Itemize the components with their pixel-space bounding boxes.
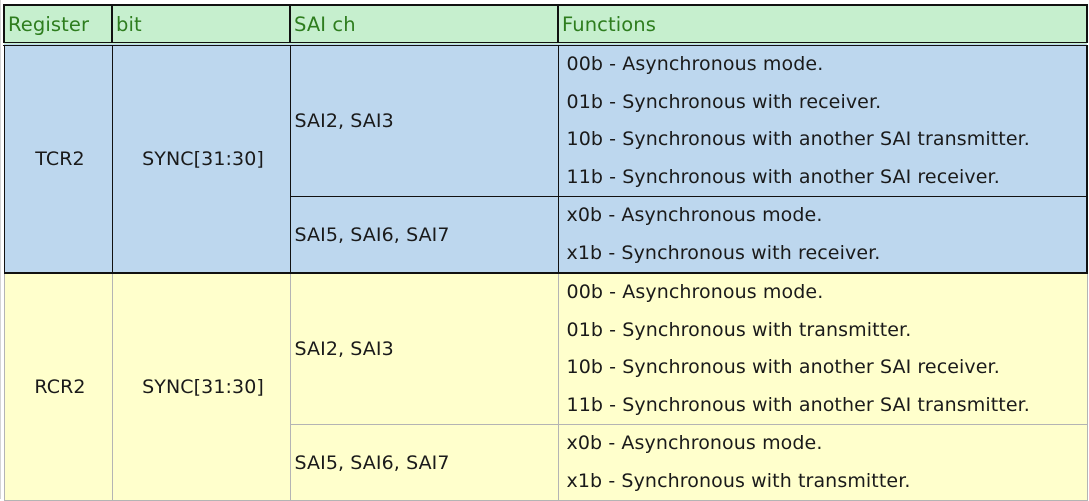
cell-functions-rcr2-sai2-sai3[interactable]: 00b - Asynchronous mode. 01b - Synchrono… <box>557 272 1088 425</box>
cell-register-tcr2[interactable]: TCR2 <box>3 43 113 274</box>
header-bit[interactable]: bit <box>111 4 291 46</box>
table-row-tcr2-group1: TCR2 SYNC[31:30] SAI2, SAI3 00b - Asynch… <box>3 43 1088 274</box>
function-line: 10b - Synchronous with another SAI trans… <box>566 128 1030 150</box>
function-line: x1b - Synchronous with transmitter. <box>566 469 911 492</box>
function-line: 11b - Synchronous with another SAI trans… <box>566 393 1030 416</box>
function-line: 00b - Asynchronous mode. <box>566 281 824 303</box>
cell-functions-rcr2-sai5-sai7[interactable]: x0b - Asynchronous mode. x1b - Synchrono… <box>557 424 1088 501</box>
cell-sai-ch-tcr2-sai5-sai7[interactable]: SAI5, SAI6, SAI7 <box>289 196 559 274</box>
cell-sai-ch-rcr2-sai2-sai3[interactable]: SAI2, SAI3 <box>289 272 559 425</box>
table-row-tcr2-group2: SAI5, SAI6, SAI7 x0b - Asynchronous mode… <box>4 196 1088 274</box>
cell-sai-ch-rcr2-sai5-sai7[interactable]: SAI5, SAI6, SAI7 <box>289 424 559 501</box>
header-register[interactable]: Register <box>3 4 113 46</box>
function-line: 10b - Synchronous with another SAI recei… <box>566 356 1000 378</box>
function-line: 01b - Synchronous with transmitter. <box>566 318 912 341</box>
function-line: 00b - Asynchronous mode. <box>566 53 824 75</box>
function-line: x1b - Synchronous with receiver. <box>566 241 881 264</box>
header-sai-ch[interactable]: SAI ch <box>289 4 559 46</box>
cell-register-rcr2[interactable]: RCR2 <box>3 272 113 501</box>
header-row: Register bit SAI ch Functions <box>3 4 1088 46</box>
cell-sai-ch-tcr2-sai2-sai3[interactable]: SAI2, SAI3 <box>289 43 559 197</box>
function-line: x0b - Asynchronous mode. <box>566 204 823 226</box>
function-line: 11b - Synchronous with another SAI recei… <box>566 165 1000 188</box>
function-line: x0b - Asynchronous mode. <box>566 432 823 454</box>
cell-functions-tcr2-sai2-sai3[interactable]: 00b - Asynchronous mode. 01b - Synchrono… <box>557 43 1088 197</box>
cell-functions-tcr2-sai5-sai7[interactable]: x0b - Asynchronous mode. x1b - Synchrono… <box>557 196 1088 274</box>
cell-bit-tcr2[interactable]: SYNC[31:30] <box>111 43 291 274</box>
function-line: 01b - Synchronous with receiver. <box>566 90 882 113</box>
table-row-rcr2-group1: RCR2 SYNC[31:30] SAI2, SAI3 00b - Asynch… <box>3 272 1088 501</box>
table-row-rcr2-group2: SAI5, SAI6, SAI7 x0b - Asynchronous mode… <box>4 424 1088 501</box>
cell-bit-rcr2[interactable]: SYNC[31:30] <box>111 272 291 501</box>
register-table: Register bit SAI ch Functions TCR2 SYNC[… <box>3 4 1088 501</box>
header-functions[interactable]: Functions <box>557 4 1088 46</box>
